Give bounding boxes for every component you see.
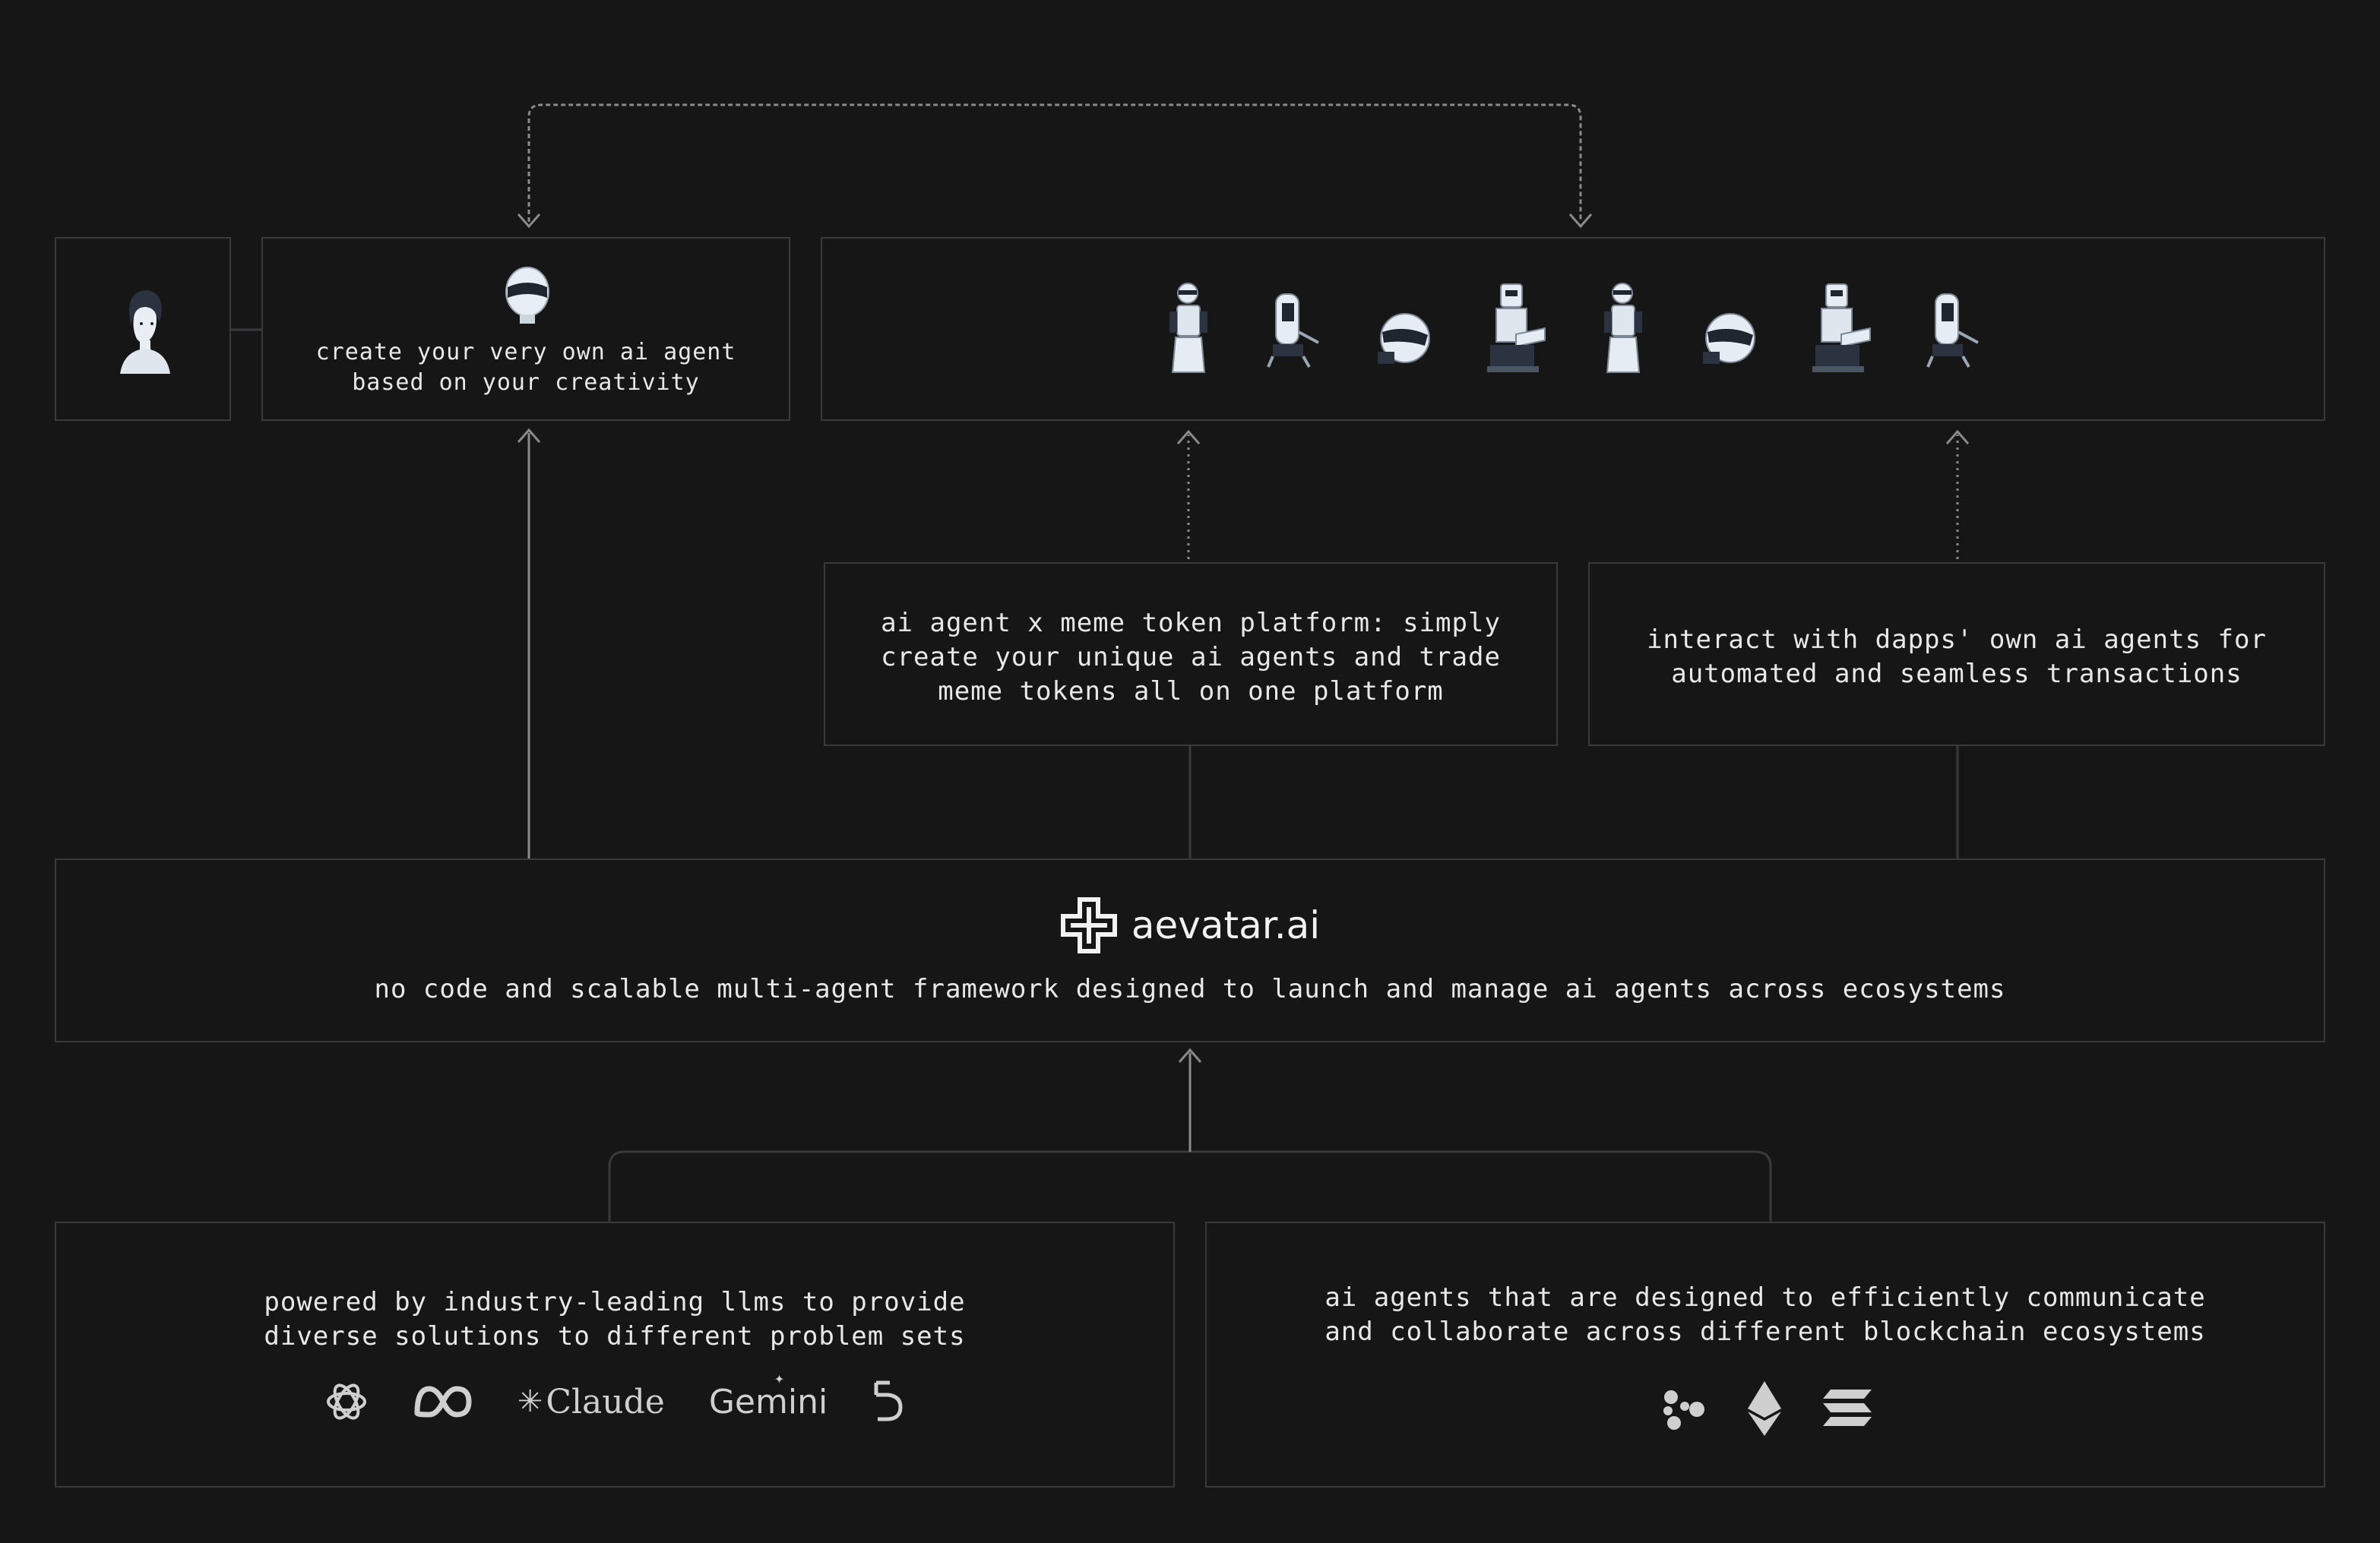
robot-head-icon	[505, 267, 549, 324]
blockchain-text: ai agents that are designed to efficient…	[1325, 1282, 2206, 1347]
agents-row-box	[821, 237, 2325, 421]
gemini-star-icon: ✦	[774, 1368, 785, 1388]
user-avatar-box	[55, 237, 231, 421]
dapps-text: interact with dapps' own ai agents for a…	[1647, 624, 2267, 689]
arrowhead-framework-up	[1178, 1048, 1202, 1063]
ethereum-icon	[1748, 1381, 1781, 1436]
framework-box: aevatar.ai no code and scalable multi-ag…	[55, 858, 2325, 1042]
claude-spark-icon: ✳	[517, 1384, 543, 1419]
blockchain-box: ai agents that are designed to efficient…	[1205, 1222, 2325, 1488]
top-dashed-bracket	[527, 103, 1582, 222]
robot-walker-icon	[1926, 293, 1979, 368]
arrowhead-left-down	[517, 213, 541, 229]
meme-platform-text: ai agent x meme token platform: simply c…	[881, 608, 1501, 707]
meta-icon	[414, 1386, 472, 1418]
llm-logo-row: ✳ Claude Gemini ✦	[56, 1369, 1173, 1424]
blockchain-logo-row	[1207, 1380, 2324, 1437]
gemini-logo: Gemini ✦	[708, 1369, 828, 1421]
gemini-label: Gemini	[708, 1382, 828, 1421]
robot-walker-icon	[1267, 293, 1319, 368]
aevatar-logo: aevatar.ai	[56, 896, 2324, 954]
framework-description: no code and scalable multi-agent framewo…	[374, 974, 2006, 1004]
deepseek-icon	[874, 1380, 903, 1421]
claude-label: Claude	[546, 1382, 665, 1421]
dapps-box: interact with dapps' own ai agents for a…	[1588, 562, 2325, 746]
robot-desk-icon	[1812, 283, 1871, 372]
arrowhead-creator-up	[517, 428, 541, 443]
user-avatar-icon	[120, 290, 170, 374]
solana-icon	[1823, 1390, 1872, 1426]
robot-butler-icon	[1604, 283, 1642, 373]
arrowhead-dapps-up	[1945, 429, 1970, 444]
aevatar-logo-icon	[1060, 897, 1117, 953]
claude-logo: ✳ Claude	[517, 1383, 665, 1421]
bottom-bracket	[608, 1150, 1772, 1222]
meme-platform-box: ai agent x meme token platform: simply c…	[824, 562, 1558, 746]
robot-helmet-icon	[1378, 313, 1430, 364]
robot-butler-icon	[1169, 283, 1207, 373]
robot-helmet-icon	[1703, 313, 1755, 364]
creator-box: create your very own ai agent based on y…	[261, 237, 790, 421]
llm-box: powered by industry-leading llms to prov…	[55, 1222, 1175, 1488]
arrowhead-meme-up	[1176, 429, 1201, 444]
arrowhead-right-down	[1568, 213, 1593, 229]
aelf-icon	[1663, 1390, 1704, 1430]
robot-desk-icon	[1487, 283, 1546, 372]
llm-text: powered by industry-leading llms to prov…	[264, 1287, 966, 1352]
openai-icon	[326, 1383, 366, 1420]
creator-text: create your very own ai agent based on y…	[315, 339, 736, 396]
agents-icon-row	[822, 281, 2324, 375]
brand-name: aevatar.ai	[1131, 903, 1321, 947]
